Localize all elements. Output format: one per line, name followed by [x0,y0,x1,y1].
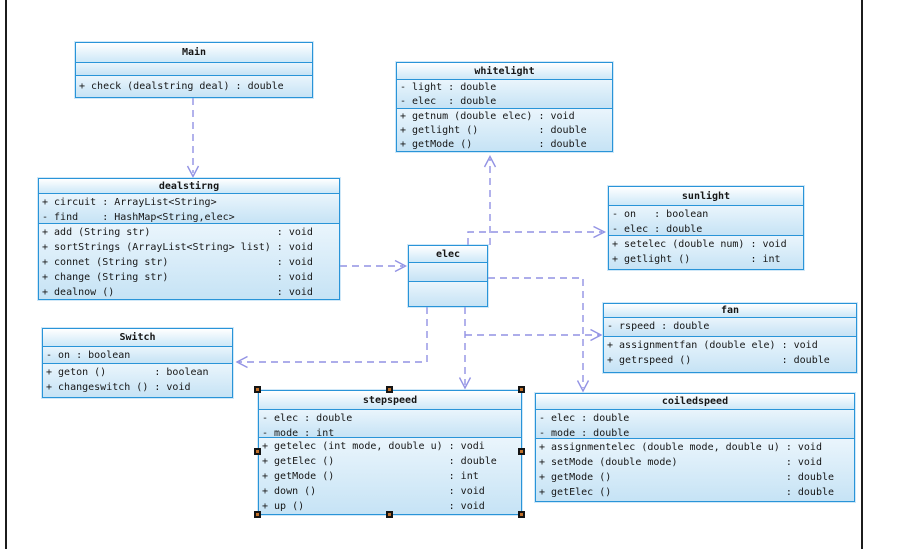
methods-section: + getelec (int mode, double u) : vodi + … [259,438,521,514]
method-row: + assignmentfan (double ele) : void [607,340,818,351]
attribute-row: - light : double [400,82,497,93]
methods-section [409,282,487,306]
resize-handle-top-right[interactable] [518,386,525,393]
method-row: + change (String str) : void [42,272,313,283]
method-row: + getrspeed () : double [607,355,830,366]
class-title: whitelight [397,63,612,80]
attribute-row: - elec : double [539,413,630,424]
attribute-row: + circuit : ArrayList<String> [42,197,217,208]
class-box-whitelight[interactable]: whitelight - light : double - elec : dou… [396,62,613,152]
class-title: sunlight [609,187,803,206]
methods-section: + assignmentelec (double mode, double u)… [536,439,854,501]
class-box-elec[interactable]: elec [408,245,488,307]
resize-handle-top-middle[interactable] [386,386,393,393]
attributes-section: - light : double - elec : double [397,80,612,109]
resize-handle-bottom-right[interactable] [518,511,525,518]
attributes-section: - rspeed : double [604,318,856,337]
method-row: + assignmentelec (double mode, double u)… [539,442,822,453]
resize-handle-top-left[interactable] [254,386,261,393]
attribute-row: - elec : double [612,224,703,235]
attributes-section: - elec : double - mode : int [259,410,521,438]
class-box-switch[interactable]: Switch - on : boolean + geton () : boole… [42,328,233,398]
method-row: + setelec (double num) : void [612,239,787,250]
attributes-section: - on : boolean - elec : double [609,206,803,236]
dependency-line-elec-to-coiledspeed[interactable] [488,277,584,388]
attribute-row: - find : HashMap<String,elec> [42,212,235,223]
method-row: + getElec () : double [262,456,497,467]
method-row: + geton () : boolean [46,367,209,378]
class-box-coiledspeed[interactable]: coiledspeed - elec : double - mode : dou… [535,393,855,502]
attribute-row: - elec : double [262,413,353,424]
attribute-row: - on : boolean [46,350,131,361]
method-row: + dealnow () : void [42,287,313,298]
class-box-fan[interactable]: fan - rspeed : double + assignmentfan (d… [603,303,857,373]
attributes-section: - elec : double - mode : double [536,410,854,439]
method-row: + getMode () : double [539,472,835,483]
attribute-row: - on : boolean [612,209,709,220]
methods-section: + getnum (double elec) : void + getlight… [397,109,612,151]
method-row: + up () : void [262,501,485,512]
method-row: + getMode () : double [400,139,587,150]
method-row: + connet (String str) : void [42,257,313,268]
dependency-line-elec-to-switch[interactable] [239,307,428,363]
method-row: + getlight () : int [612,254,781,265]
class-title: stepspeed [259,391,521,410]
method-row: + changeswitch () : void [46,382,191,393]
class-box-main[interactable]: Main + check (dealstring deal) : double [75,42,313,98]
method-row: + down () : void [262,486,485,497]
resize-handle-middle-right[interactable] [518,448,525,455]
class-title: Switch [43,329,232,347]
methods-section: + assignmentfan (double ele) : void + ge… [604,337,856,372]
canvas-border-left [5,0,7,549]
attributes-section: + circuit : ArrayList<String> - find : H… [39,194,339,224]
resize-handle-bottom-middle[interactable] [386,511,393,518]
class-title: dealstirng [39,179,339,194]
method-row: + getelec (int mode, double u) : vodi [262,441,485,452]
method-row: + getlight () : double [400,125,587,136]
attributes-section [409,263,487,282]
attributes-section [76,63,312,76]
method-row: + getnum (double elec) : void [400,111,575,122]
method-row: + getElec () : double [539,487,835,498]
methods-section: + add (String str) : void + sortStrings … [39,224,339,299]
attribute-row: - mode : double [539,428,630,439]
attribute-row: - elec : double [400,96,497,107]
canvas-border-right [861,0,863,549]
attributes-section: - on : boolean [43,347,232,364]
methods-section: + setelec (double num) : void + getlight… [609,236,803,269]
method-row: + sortStrings (ArrayList<String> list) :… [42,242,313,253]
attribute-row: - rspeed : double [607,321,710,332]
class-title: fan [604,304,856,318]
class-title: Main [76,43,312,63]
class-title: elec [409,246,487,263]
resize-handle-bottom-left[interactable] [254,511,261,518]
method-row: + getMode () : int [262,471,479,482]
method-row: + check (dealstring deal) : double [79,81,284,92]
methods-section: + geton () : boolean + changeswitch () :… [43,364,232,397]
class-box-stepspeed-selected[interactable]: stepspeed - elec : double - mode : int +… [258,390,522,515]
method-row: + add (String str) : void [42,227,313,238]
class-box-sunlight[interactable]: sunlight - on : boolean - elec : double … [608,186,804,270]
resize-handle-middle-left[interactable] [254,448,261,455]
dependency-line-elec-to-sunlight[interactable] [467,231,602,245]
attribute-row: - mode : int [262,428,335,438]
class-title: coiledspeed [536,394,854,410]
method-row: + setMode (double mode) : void [539,457,822,468]
class-box-dealstirng[interactable]: dealstirng + circuit : ArrayList<String>… [38,178,340,300]
methods-section: + check (dealstring deal) : double [76,76,312,97]
